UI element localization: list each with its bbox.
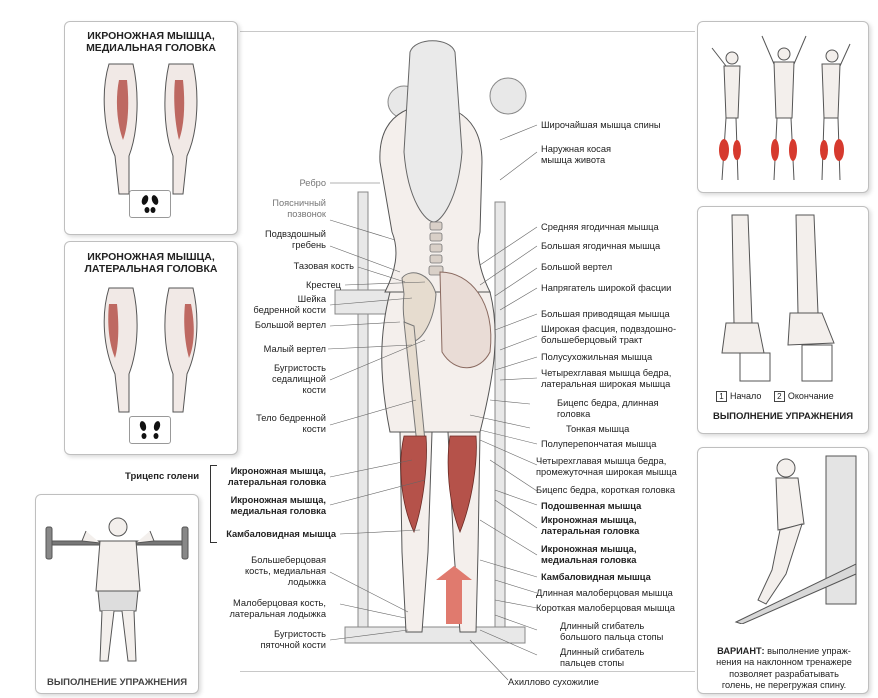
direction-up-arrow — [436, 566, 472, 624]
label-femur-body: Тело бедренной кости — [256, 413, 326, 435]
calf-muscles — [400, 435, 477, 534]
variant-description: ВАРИАНТ: выполнение упраж- нения на накл… — [706, 634, 862, 692]
figure-side-right — [821, 43, 851, 181]
incline-rail — [734, 563, 857, 624]
machine-frame — [825, 455, 857, 605]
anatomy-main-illustration — [334, 40, 527, 644]
label-start: Начало — [730, 391, 762, 401]
label-fibula-lateral-malleolus: Малоберцовая кость, латеральная лодыжка — [229, 598, 326, 620]
label-biceps-femoris-long: Бицепс бедра, длинная головка — [557, 398, 659, 420]
head — [776, 458, 796, 478]
label-ischial-tuberosity: Бугристость седалищной кости — [272, 363, 326, 396]
panel-lateral-head: ИКРОНОЖНАЯ МЫШЦА, ЛАТЕРАЛЬНАЯ ГОЛОВКА — [64, 241, 238, 455]
leg-end — [795, 214, 819, 314]
label-iliac-crest: Подвздошный гребень — [264, 229, 326, 251]
weight-plate-right — [489, 77, 527, 115]
frame-top-line — [240, 31, 695, 32]
figure-back-center — [761, 35, 807, 181]
panel-muscle-figures — [697, 21, 869, 193]
triceps-bracket — [210, 465, 217, 543]
calves-lateral-illustration — [103, 287, 198, 413]
label-greater-trochanter-right: Большой вертел — [541, 262, 613, 272]
label-iliotibial-tract: Широкая фасция, подвздошно- большеберцов… — [541, 324, 677, 346]
label-soleus-left: Камбаловидная мышца — [226, 529, 336, 539]
medial-head-highlight — [116, 80, 185, 140]
hair — [403, 40, 463, 223]
three-figures-illustration — [711, 35, 851, 181]
label-gastrocnemius-lateral-left: Икроножная мышца, латеральная головка — [227, 466, 326, 488]
label-gastrocnemius-medial-left: Икроножная мышца, медиальная головка — [230, 495, 326, 517]
panel-title-medial: ИКРОНОЖНАЯ МЫШЦА, МЕДИАЛЬНАЯ ГОЛОВКА — [86, 30, 216, 54]
label-external-oblique: Наружная косая мышца живота — [541, 144, 612, 166]
label-gastrocnemius-lateral-right: Икроножная мышца, латеральная головка — [541, 515, 640, 537]
torso — [775, 477, 805, 531]
footprints-icon — [139, 421, 161, 439]
label-latissimus: Широчайшая мышца спины — [541, 120, 661, 130]
block-end — [801, 344, 833, 382]
lateral-head-highlight — [108, 304, 194, 358]
label-greater-trochanter-left: Большой вертел — [254, 320, 326, 330]
label-end: Окончание — [787, 391, 834, 401]
label-vastus-lateralis: Четырехглавая мышца бедра, латеральная ш… — [541, 368, 672, 390]
spine — [428, 221, 444, 276]
label-gluteus-medius: Средняя ягодичная мышца — [541, 222, 659, 232]
frame-bottom-line — [240, 671, 695, 672]
leg-start — [731, 214, 753, 324]
label-semimembranosus: Полуперепончатая мышца — [541, 439, 657, 449]
label-pelvic-bone: Тазовая кость — [293, 261, 354, 271]
machine-platform — [344, 626, 526, 644]
panel-medial-head: ИКРОНОЖНАЯ МЫШЦА, МЕДИАЛЬНАЯ ГОЛОВКА — [64, 21, 238, 235]
footprints-icon — [141, 195, 159, 213]
exercise-caption-left: ВЫПОЛНЕНИЕ УПРАЖНЕНИЯ — [46, 677, 188, 688]
highlighted-calves — [719, 139, 844, 161]
exercise-caption-right: ВЫПОЛНЕНИЕ УПРАЖНЕНИЯ — [712, 411, 854, 422]
label-semitendinosus: Полусухожильная мышца — [541, 352, 653, 362]
label-femoral-neck: Шейка бедренной кости — [253, 294, 326, 316]
label-lesser-trochanter: Малый вертел — [263, 344, 326, 354]
label-peroneus-longus: Длинная малоберцовая мышца — [536, 588, 673, 598]
label-lumbar-vertebra: Поясничный позвонок — [272, 198, 326, 220]
feet-on-block-illustration — [721, 214, 835, 382]
gluteus-muscles — [439, 271, 492, 369]
label-gluteus-maximus: Большая ягодичная мышца — [541, 241, 661, 251]
label-calcaneal-tuberosity: Бугристость пяточной кости — [260, 629, 326, 651]
label-peroneus-brevis: Короткая малоберцовая мышца — [536, 603, 675, 613]
label-flexor-digitorum-longus: Длинный сгибатель пальцев стопы — [560, 647, 645, 669]
label-achilles-tendon: Ахиллово сухожилие — [508, 677, 599, 687]
label-soleus-right: Камбаловидная мышца — [541, 572, 651, 582]
feet-position-icon-medial — [129, 190, 171, 218]
legs — [757, 523, 803, 605]
athlete-barbell-illustration — [45, 517, 189, 662]
shoe-end — [787, 312, 835, 346]
label-biceps-femoris-short: Бицепс бедра, короткая головка — [536, 485, 676, 495]
label-tibia-medial-malleolus: Большеберцовая кость, медиальная лодыжка — [244, 555, 326, 588]
step-number-2: 2 — [773, 391, 785, 402]
label-plantaris: Подошвенная мышца — [541, 501, 642, 511]
panel-variant: ВАРИАНТ: выполнение упраж- нения на накл… — [697, 447, 869, 694]
variant-title: ВАРИАНТ: — [717, 645, 765, 656]
label-gracilis: Тонкая мышца — [566, 424, 630, 434]
label-triceps-surae: Трицепс голени — [125, 471, 200, 482]
figure-side-left — [711, 47, 741, 181]
block-start — [739, 352, 771, 382]
label-adductor-magnus: Большая приводящая мышца — [541, 309, 670, 319]
label-sacrum: Крестец — [305, 280, 341, 290]
panel-exercise-back: ВЫПОЛНЕНИЕ УПРАЖНЕНИЯ — [35, 494, 199, 694]
variant-text: выполнение упраж- нения на наклонном тре… — [716, 645, 852, 691]
label-flexor-hallucis-longus: Длинный сгибатель большого пальца стопы — [560, 621, 664, 643]
label-tensor-fasciae-latae: Напрягатель широкой фасции — [541, 283, 672, 293]
shoe-start — [721, 322, 765, 354]
incline-machine-illustration — [734, 455, 857, 624]
feet-position-icon-lateral — [129, 416, 171, 444]
step-number-1: 1 — [716, 391, 727, 402]
panel-title-lateral: ИКРОНОЖНАЯ МЫШЦА, ЛАТЕРАЛЬНАЯ ГОЛОВКА — [84, 251, 218, 275]
label-vastus-intermedius: Четырехглавая мышца бедра, промежуточная… — [536, 456, 677, 478]
label-gastrocnemius-medial-right: Икроножная мышца, медиальная головка — [541, 544, 637, 566]
label-rib: Ребро — [299, 178, 326, 188]
